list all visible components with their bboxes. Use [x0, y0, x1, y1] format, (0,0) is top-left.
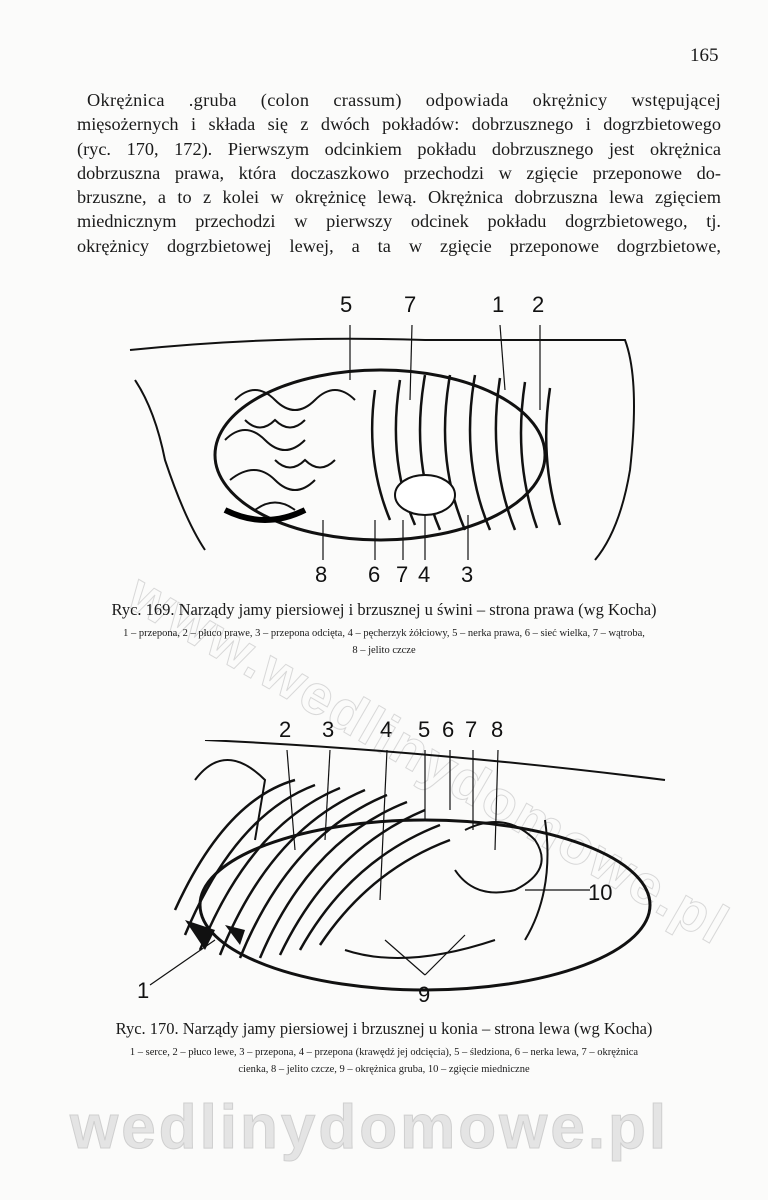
paragraph-line: mięsożernych i składa się z dwóch pokład… [77, 114, 721, 135]
paragraph-line: Okrężnica .gruba (colon crassum) odpowia… [87, 90, 721, 110]
paragraph-line: okrężnicy dogrzbietowej lewej, a ta w zg… [77, 235, 721, 256]
figure-label: 2 [279, 717, 292, 742]
figure-legend: cienka, 8 – jelito czcze, 9 – okrężnica … [238, 1064, 530, 1075]
figure-label: 1 [137, 978, 150, 1003]
figure-label: 8 [491, 717, 504, 742]
figure-label: 5 [418, 717, 431, 742]
figure-legend: 1 – serce, 2 – płuco lewe, 3 – przepona,… [129, 1047, 639, 1058]
paragraph-line: brzuszne, a to z kolei w okrężnicę lewą.… [77, 187, 721, 208]
figure-label: 3 [322, 717, 335, 742]
paragraph-line: miednicznym przechodzi w pierwszy odcine… [77, 211, 721, 232]
body-paragraph: Okrężnica .gruba (colon crassum) odpowia… [77, 88, 721, 258]
paragraph-line: dobrzuszna prawa, która doczaszkowo prze… [77, 162, 721, 183]
figure-label: 7 [396, 562, 409, 587]
figure-label: 4 [418, 562, 431, 587]
figure-label: 7 [404, 292, 417, 317]
figure-label: 4 [380, 717, 393, 742]
paragraph-line: (ryc. 170, 172). Pierwszym odcinkiem pok… [77, 138, 721, 159]
figure-legend: 8 – jelito czcze [352, 645, 416, 656]
figure-caption: Ryc. 170. Narządy jamy piersiowej i brzu… [115, 1019, 653, 1038]
figure-legend: 1 – przepona, 2 – płuco prawe, 3 – przep… [123, 628, 645, 639]
figure-label: 6 [442, 717, 455, 742]
figure-label: 3 [461, 562, 474, 587]
figure-label: 6 [368, 562, 381, 587]
figure-label: 9 [418, 982, 431, 1007]
figure-label: 5 [340, 292, 353, 317]
figure-label: 8 [315, 562, 328, 587]
figure-label: 1 [492, 292, 505, 317]
figure-caption: Ryc. 169. Narządy jamy piersiowej i brzu… [111, 600, 657, 619]
figure-label: 10 [588, 880, 613, 905]
pig-anatomy-illustration [129, 324, 635, 561]
watermark: wedlinydomowe.pl [69, 1093, 670, 1163]
figure-label: 7 [465, 717, 478, 742]
figure-label: 2 [532, 292, 545, 317]
page-number: 165 [690, 45, 719, 66]
horse-anatomy-illustration [149, 740, 666, 992]
